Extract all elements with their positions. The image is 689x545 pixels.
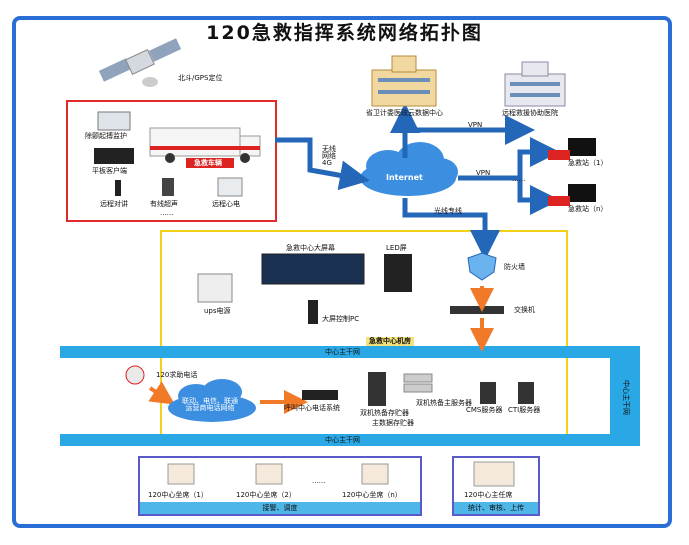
datacenter-label: 省卫计委医政云数据中心 [366,109,443,117]
station-n-label: 急救站（n） [568,205,608,213]
fiber-label: 光线专线 [434,207,462,215]
cms-label: CMS服务器 [466,406,503,414]
backbone-bus-right [610,346,640,446]
director-box [452,456,540,516]
fiber-link-arrow [402,198,500,260]
vehicle-ellipsis: ...... [160,209,174,217]
control-pc-label: 大屏控制PC [322,315,360,323]
director-seat-icon [473,461,515,487]
tablet-label: 平板客户端 [92,167,127,175]
defibrillator-icon [97,111,131,131]
host-server-icon [403,373,433,383]
call-system-label: 呼叫中心电话系统 [284,404,340,412]
led-label: LED屏 [386,244,407,252]
switch-icon [450,306,504,314]
phone-network-arrow [148,381,175,405]
control-pc-icon [308,300,318,324]
seats-bar: 接警、调度 [140,502,420,514]
cms-server-icon [480,382,496,404]
bus-right-label: 中心主干网 [622,380,630,415]
seat-1-label: 120中心坐席（1） [148,491,208,499]
walkie-talkie-icon [115,180,121,196]
seat-1-icon [167,463,195,485]
remote-hospital-icon [504,61,566,107]
vpn-right-label: VPN [476,169,491,177]
bus-top-label: 中心主干网 [325,348,360,356]
firewall-label: 防火墙 [504,263,525,271]
stationn-link-arrow [517,178,560,215]
internet-cloud-icon [360,142,458,196]
satellite-icon [98,38,182,87]
bus-bottom-label: 中心主干网 [325,436,360,444]
director-bar: 统计、审核、上传 [454,502,538,514]
vpn-top-label: VPN [468,121,483,129]
seat-2-label: 120中心坐席（2） [236,491,296,499]
led-screen-icon [384,254,412,292]
dual-storage-label: 双机热备存贮器 [360,409,409,417]
ecg-icon [217,177,243,197]
defibrillator-label: 除颤起搏监护 [85,132,127,140]
big-screen-icon [261,253,365,285]
seat-ellipsis: ...... [312,477,326,485]
backbone-bus-top [60,346,640,358]
vehicle-label: 急救车辆 [194,159,222,167]
station1-link-arrow [458,137,560,181]
station-1-icon [548,138,596,160]
dual-host-label: 双机热备主服务器 [416,399,472,407]
cti-server-icon [518,382,534,404]
ultrasound-label: 有线超声 [150,200,178,208]
internet-label: Internet [386,173,423,182]
main-storage-label: 主数据存贮器 [372,419,414,427]
firewall-icon [467,252,497,281]
wireless-label: 无线 网络 4G [322,145,336,167]
walkie-label: 远程对讲 [100,200,128,208]
phone-label: 120求助电话 [156,371,198,379]
seat-n-icon [361,463,389,485]
big-screen-label: 急救中心大屏幕 [286,244,335,252]
datacenter-hospital-icon [371,55,437,107]
vehicle-equipment-box [66,100,277,222]
backbone-bus-bottom [60,434,640,446]
room-label: 急救中心机房 [366,337,414,346]
ups-label: ups电源 [204,307,231,315]
ecg-label: 远程心电 [212,200,240,208]
remote-hospital-label: 远程救援协助医院 [502,109,558,117]
ultrasound-icon [162,178,174,196]
seat-2-icon [255,463,283,485]
satellite-label: 北斗/GPS定位 [178,74,223,82]
switch-label: 交换机 [514,306,535,314]
vehicle-link-arrow [275,137,370,191]
ambulance-icon [149,127,261,168]
host-server-2-icon [403,383,433,393]
telecom-label: 联动、电信、联通 运营商电话网络 [182,397,238,412]
station-ellipsis: ...... [512,175,526,183]
station-1-label: 急救站（1） [568,159,608,167]
director-label: 120中心主任席 [464,491,513,499]
router-icon [302,390,338,400]
ups-icon [197,273,233,303]
main-storage-icon [368,372,386,406]
seats-box [138,456,422,516]
telecom-cloud-icon [168,379,256,422]
tablet-icon [94,148,134,164]
diagram-title: 120急救指挥系统网络拓扑图 [206,22,483,44]
seat-n-label: 120中心坐席（n） [342,491,402,499]
station-n-icon [548,184,596,206]
phone-icon [125,365,145,385]
cti-label: CTI服务器 [508,406,541,414]
